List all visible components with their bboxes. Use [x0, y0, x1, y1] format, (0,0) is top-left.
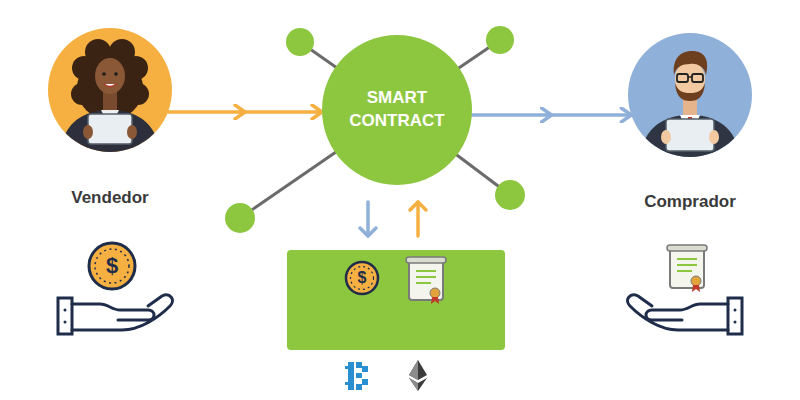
flow-arrow	[472, 113, 631, 117]
network-dot	[495, 180, 525, 210]
blockchain-logo	[356, 362, 362, 368]
up-arrow	[410, 202, 426, 210]
network-dot	[225, 26, 525, 233]
network-dot	[225, 203, 255, 233]
buyer-circle: Comprador	[628, 33, 752, 157]
hand-with-coin	[58, 243, 172, 334]
flow-arrow	[168, 110, 322, 114]
hand-with-coin	[64, 309, 67, 312]
hand-with-certificate	[734, 321, 737, 324]
network-dot	[286, 28, 314, 56]
seller-circle	[48, 28, 172, 152]
up-arrow	[410, 202, 426, 236]
blockchain-logo	[345, 362, 368, 390]
up-arrow	[416, 202, 420, 236]
blockchain-logo	[345, 382, 348, 385]
ethereum-logo	[409, 360, 427, 391]
person-figure	[60, 39, 160, 152]
coin-icon	[351, 267, 374, 290]
contract-label: SMART CONTRACT	[337, 87, 457, 133]
blockchain-logo	[362, 379, 368, 385]
hand-with-certificate	[728, 298, 742, 334]
coin-icon	[346, 262, 378, 294]
hand-with-certificate	[628, 295, 728, 330]
hand-with-certificate	[734, 309, 737, 312]
certificate-icon	[406, 257, 446, 304]
ethereum-logo	[409, 360, 427, 380]
blockchain-logo	[356, 384, 362, 390]
currency-sign: $	[358, 270, 367, 286]
coin-icon	[346, 262, 378, 294]
person-label: Vendedor	[71, 188, 148, 208]
blockchain-logo	[362, 366, 368, 372]
network-dot	[486, 26, 514, 54]
buyer-circle	[628, 33, 752, 157]
down-arrow	[366, 202, 370, 236]
contract-circle	[322, 35, 472, 185]
buyer-circle	[628, 33, 752, 157]
seller-circle: Vendedor	[48, 28, 172, 152]
blockchain-logo	[356, 373, 362, 378]
ethereum-logo	[409, 378, 418, 391]
hand-with-coin	[58, 298, 72, 334]
blockchain-logo	[345, 366, 348, 369]
certificate-icon	[406, 257, 446, 304]
hand-with-coin	[64, 321, 67, 324]
person-label: Comprador	[644, 192, 736, 212]
ledger-panel	[287, 250, 505, 350]
ethereum-logo	[409, 378, 427, 391]
seller-circle	[48, 28, 172, 152]
person-figure	[640, 51, 740, 157]
blockchain-logo	[348, 362, 354, 390]
hand-with-coin	[72, 295, 172, 330]
contract-circle: SMART CONTRACT	[322, 35, 472, 185]
down-arrow	[360, 202, 376, 236]
hand-with-certificate	[628, 245, 742, 334]
hand-with-coin	[89, 243, 135, 289]
hand-with-certificate	[628, 295, 742, 334]
hand-with-certificate	[667, 245, 707, 292]
contract-circle	[322, 35, 472, 185]
hand-with-coin	[95, 249, 129, 283]
ledger-panel	[287, 250, 505, 350]
currency-sign: $	[106, 255, 118, 277]
ethereum-logo	[409, 360, 418, 380]
down-arrow	[360, 228, 376, 236]
